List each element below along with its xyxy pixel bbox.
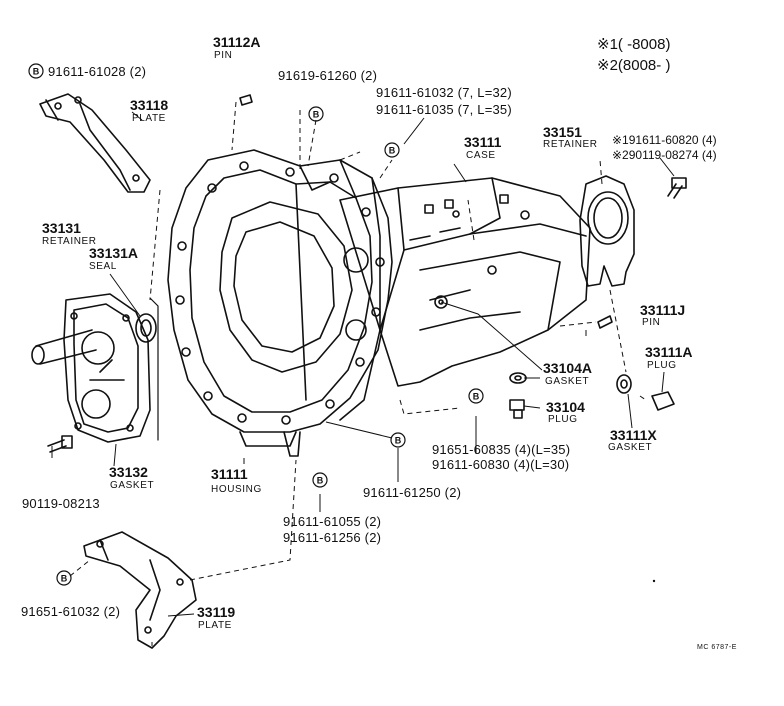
figure-code: MC 6787-E — [697, 644, 737, 651]
bolt-marker-b-2: B — [308, 106, 324, 122]
pin-33111J — [597, 315, 613, 329]
part-number-33111J: 33111J — [640, 302, 686, 318]
part-name-33111: CASE — [466, 150, 496, 161]
part-name-33118: PLATE — [132, 113, 166, 124]
stray-dot — [652, 579, 656, 583]
bolt-label-91651-60835: 91651-60835 (4)(L=35) — [432, 442, 571, 457]
svg-text:B: B — [317, 476, 324, 486]
bolt-marker-b-4: B — [468, 388, 484, 404]
part-name-33111A: PLUG — [647, 360, 677, 371]
part-number-33111X: 33111X — [610, 427, 657, 443]
part-number-33111: 33111 — [464, 134, 502, 150]
part-number-33131A: 33131A — [89, 245, 139, 261]
retainer-33151 — [579, 175, 635, 287]
part-number-33132: 33132 — [109, 464, 148, 480]
plug-33111A — [651, 391, 675, 411]
part-number-33104: 33104 — [546, 399, 585, 415]
part-name-33131: RETAINER — [42, 236, 97, 247]
bolt-label-91651-61032: 91651-61032 (2) — [21, 604, 121, 619]
housing-31111 — [167, 149, 393, 457]
bolt-marker-b-1: B — [28, 63, 44, 79]
pin-31112A — [239, 94, 253, 106]
bolt-label-91611-61250: 91611-61250 (2) — [363, 485, 462, 500]
part-number-33119: 33119 — [197, 604, 236, 620]
part-name-33104A: GASKET — [545, 376, 590, 387]
bolt-label-91611-61055: 91611-61055 (2) — [283, 514, 382, 529]
legend-row-2: ※2(8008- ) — [597, 57, 671, 74]
bolt-label-290119-08274: ※290119-08274 (4) — [612, 148, 717, 162]
svg-text:B: B — [33, 67, 40, 77]
part-name-31112A: PIN — [214, 50, 233, 61]
part-name-33104: PLUG — [548, 414, 578, 425]
bolt-label-91611-60830: 91611-60830 (4)(L=30) — [432, 457, 570, 472]
plug-33104 — [509, 399, 525, 419]
legend-row-1: ※1( -8008) — [597, 36, 671, 53]
svg-text:B: B — [473, 392, 480, 402]
svg-text:B: B — [61, 574, 68, 584]
part-number-33118: 33118 — [130, 97, 169, 113]
plate-33118 — [39, 93, 151, 193]
part-number-33104A: 33104A — [543, 360, 593, 376]
bolt-90119-08213 — [47, 435, 73, 453]
part-number-31111: 31111 — [211, 466, 248, 482]
case-33111 — [339, 177, 591, 387]
part-number-33111A: 33111A — [645, 344, 693, 360]
bolt-marker-b-7: B — [56, 570, 72, 586]
part-number-33151: 33151 — [543, 124, 582, 140]
part-name-33151: RETAINER — [543, 139, 598, 150]
part-name-33111J: PIN — [642, 317, 661, 328]
svg-text:B: B — [389, 146, 396, 156]
part-name-33131A: SEAL — [89, 261, 117, 272]
part-number-31112A: 31112A — [213, 34, 261, 50]
seal-33131A — [135, 313, 157, 343]
bolt-label-91611-61256: 91611-61256 (2) — [283, 530, 382, 545]
plate-33119 — [83, 531, 197, 649]
part-name-31111: HOUSING — [211, 484, 262, 495]
retainer-33131 — [31, 293, 151, 443]
bolt-label-91619-61260: 91619-61260 (2) — [278, 68, 378, 83]
bolt-label-91611-61028: 91611-61028 (2) — [48, 64, 147, 79]
gasket-33104A — [509, 372, 527, 384]
svg-text:B: B — [313, 110, 320, 120]
bolt-marker-b-3: B — [384, 142, 400, 158]
gasket-33111X — [616, 374, 632, 394]
bolt-290119-08274 — [667, 177, 687, 199]
bolt-marker-b-6: B — [312, 472, 328, 488]
bolt-label-91611-61035: 91611-61035 (7, L=35) — [376, 102, 512, 117]
bolt-marker-b-5: B — [390, 432, 406, 448]
bolt-label-191611-60820: ※191611-60820 (4) — [612, 133, 717, 147]
part-number-33131: 33131 — [42, 220, 81, 236]
svg-text:B: B — [395, 436, 402, 446]
part-name-33111X: GASKET — [608, 442, 653, 453]
part-name-33132: GASKET — [110, 480, 155, 491]
bolt-label-91611-61032: 91611-61032 (7, L=32) — [376, 85, 512, 100]
part-name-33119: PLATE — [198, 620, 232, 631]
bolt-label-90119-08213: 90119-08213 — [22, 496, 100, 511]
